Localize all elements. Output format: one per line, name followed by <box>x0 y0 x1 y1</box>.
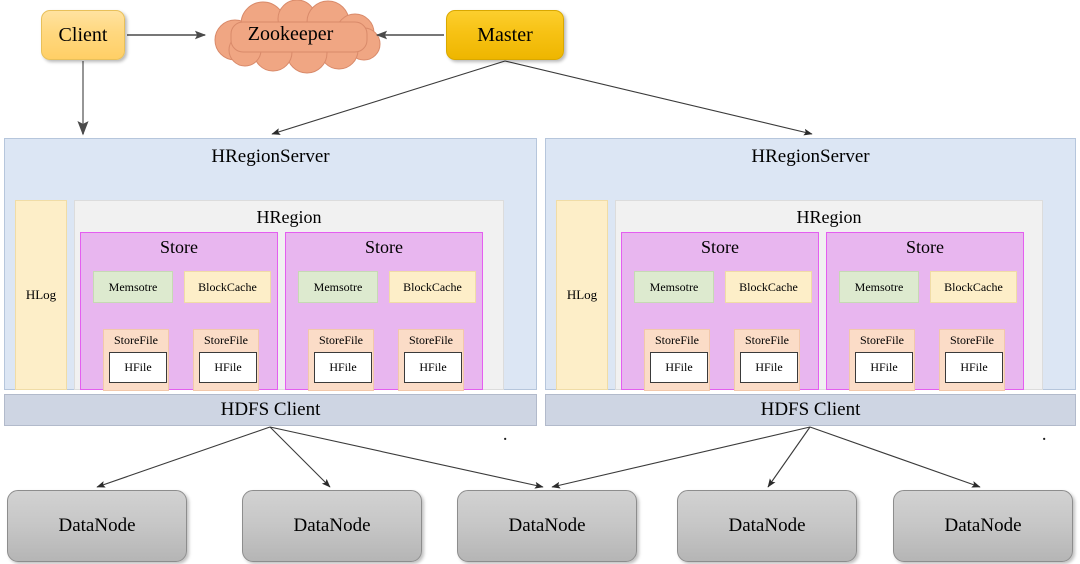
storefile-label: StoreFile <box>860 333 904 347</box>
datanode-5[interactable]: DataNode <box>893 490 1073 562</box>
zookeeper-label: Zookeeper <box>247 22 334 45</box>
master-node[interactable]: Master <box>446 10 564 60</box>
hfile-label: HFile <box>214 360 242 374</box>
client-label: Client <box>58 23 108 46</box>
hfile-box[interactable]: HFile <box>199 352 257 383</box>
hfile-label: HFile <box>329 360 357 374</box>
regionserver-1-hlog[interactable]: HLog <box>15 200 67 390</box>
storefile-label: StoreFile <box>655 333 699 347</box>
arrow-master-to-regionserver-2 <box>504 60 813 136</box>
store-title: Store <box>701 237 739 257</box>
hfile-label: HFile <box>960 360 988 374</box>
store-storefile-1[interactable]: StoreFile HFile <box>308 329 374 391</box>
datanode-label: DataNode <box>293 515 371 536</box>
hlog-label: HLog <box>25 287 57 302</box>
store-storefile-2[interactable]: StoreFile HFile <box>734 329 800 391</box>
store-storefile-2[interactable]: StoreFile HFile <box>193 329 259 391</box>
hfile-box[interactable]: HFile <box>404 352 462 383</box>
hdfs-client-label: HDFS Client <box>220 399 321 420</box>
zookeeper-node[interactable]: Zookeeper <box>193 2 388 66</box>
hfile-box[interactable]: HFile <box>855 352 913 383</box>
datanode-3[interactable]: DataNode <box>457 490 637 562</box>
arrow-hdfs1-to-datanode-1 <box>96 426 271 488</box>
master-label: Master <box>477 23 533 46</box>
hfile-label: HFile <box>755 360 783 374</box>
blockcache-label: BlockCache <box>944 279 1003 294</box>
datanode-2[interactable]: DataNode <box>242 490 422 562</box>
hdfs-client-label: HDFS Client <box>760 399 861 420</box>
store-storefile-2[interactable]: StoreFile HFile <box>398 329 464 391</box>
storefile-label: StoreFile <box>319 333 363 347</box>
memstore-label: Memsotre <box>108 279 158 294</box>
storefile-label: StoreFile <box>745 333 789 347</box>
store-memstore[interactable]: Memsotre <box>839 271 919 303</box>
hregion-title: HRegion <box>256 207 322 227</box>
store-storefile-1[interactable]: StoreFile HFile <box>644 329 710 391</box>
store-blockcache[interactable]: BlockCache <box>184 271 271 303</box>
store-title: Store <box>365 237 403 257</box>
store-blockcache[interactable]: BlockCache <box>389 271 476 303</box>
datanode-label: DataNode <box>58 515 136 536</box>
storefile-label: StoreFile <box>114 333 158 347</box>
memstore-label: Memsotre <box>854 279 904 294</box>
hfile-box[interactable]: HFile <box>945 352 1003 383</box>
blockcache-label: BlockCache <box>739 279 798 294</box>
rs2-store-1[interactable]: Store Memsotre BlockCache StoreFile HFil… <box>621 232 819 391</box>
memstore-label: Memsotre <box>649 279 699 294</box>
memstore-label: Memsotre <box>313 279 363 294</box>
store-title: Store <box>906 237 944 257</box>
datanode-4[interactable]: DataNode <box>677 490 857 562</box>
hfile-box[interactable]: HFile <box>650 352 708 383</box>
store-memstore[interactable]: Memsotre <box>634 271 714 303</box>
client-node[interactable]: Client <box>41 10 125 60</box>
regionserver-2-hlog[interactable]: HLog <box>556 200 608 390</box>
hfile-box[interactable]: HFile <box>314 352 372 383</box>
arrow-hdfs2-to-datanode-5 <box>809 426 981 488</box>
rs1-store-1[interactable]: Store Memsotre BlockCache StoreFile HFil… <box>80 232 278 391</box>
hfile-label: HFile <box>665 360 693 374</box>
hdfs-client-2[interactable]: HDFS Client <box>545 394 1076 426</box>
datanode-label: DataNode <box>944 515 1022 536</box>
arrow-hdfs1-to-datanode-2 <box>269 426 331 488</box>
store-storefile-2[interactable]: StoreFile HFile <box>939 329 1005 391</box>
arrow-hdfs2-to-datanode-3 <box>551 426 811 489</box>
store-blockcache[interactable]: BlockCache <box>725 271 812 303</box>
regionserver-1-title: HRegionServer <box>211 146 330 167</box>
hfile-label: HFile <box>870 360 898 374</box>
storefile-label: StoreFile <box>950 333 994 347</box>
hfile-box[interactable]: HFile <box>109 352 167 383</box>
hfile-label: HFile <box>124 360 152 374</box>
store-memstore[interactable]: Memsotre <box>93 271 173 303</box>
datanode-1[interactable]: DataNode <box>7 490 187 562</box>
store-blockcache[interactable]: BlockCache <box>930 271 1017 303</box>
hfile-box[interactable]: HFile <box>740 352 798 383</box>
rs2-store-2[interactable]: Store Memsotre BlockCache StoreFile HFil… <box>826 232 1024 391</box>
hfile-label: HFile <box>419 360 447 374</box>
regionserver-2-title: HRegionServer <box>751 146 870 167</box>
store-storefile-1[interactable]: StoreFile HFile <box>103 329 169 391</box>
blockcache-label: BlockCache <box>198 279 257 294</box>
hlog-label: HLog <box>566 287 598 302</box>
datanode-label: DataNode <box>508 515 586 536</box>
store-title: Store <box>160 237 198 257</box>
hregion-title: HRegion <box>796 207 862 227</box>
store-storefile-1[interactable]: StoreFile HFile <box>849 329 915 391</box>
storefile-label: StoreFile <box>204 333 248 347</box>
hdfs-client-1[interactable]: HDFS Client <box>4 394 537 426</box>
store-memstore[interactable]: Memsotre <box>298 271 378 303</box>
arrow-hdfs2-to-datanode-4 <box>767 426 811 488</box>
blockcache-label: BlockCache <box>403 279 462 294</box>
rs1-store-2[interactable]: Store Memsotre BlockCache StoreFile HFil… <box>285 232 483 391</box>
datanode-label: DataNode <box>728 515 806 536</box>
storefile-label: StoreFile <box>409 333 453 347</box>
arrow-master-to-regionserver-1 <box>271 60 506 135</box>
